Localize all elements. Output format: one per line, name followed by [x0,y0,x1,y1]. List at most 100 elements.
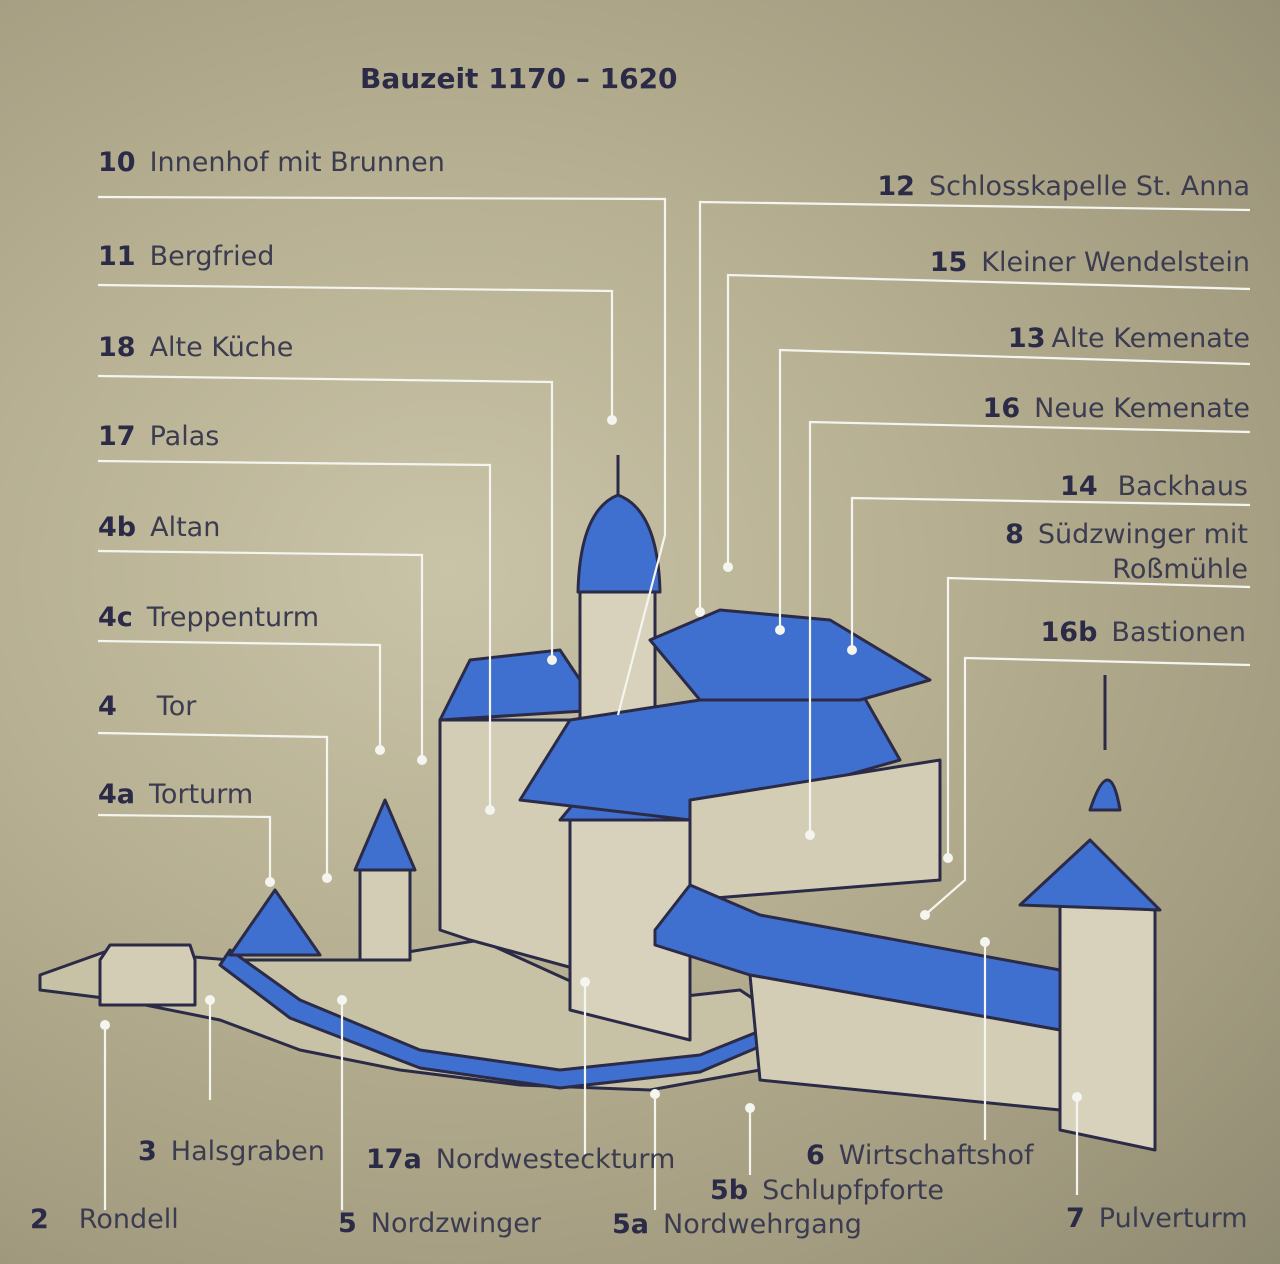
label-3-text: Halsgraben [170,1136,325,1167]
bergfried-body [578,588,657,722]
label-5b: 5b Schlupfpforte [710,1176,944,1206]
label-14-text: Backhaus [1117,471,1248,502]
label-17a-text: Nordwesteckturm [435,1144,676,1175]
label-16: 16 Neue Kemenate [983,394,1250,424]
label-7-num: 7 [1066,1203,1085,1234]
label-5-text: Nordzwinger [370,1208,541,1239]
leader-16b [924,656,1251,916]
label-4b: 4b Altan [98,513,220,543]
label-15: 15 Kleiner Wendelstein [930,248,1250,278]
leader-4a [97,813,272,882]
leader-14 [850,496,1251,650]
leader-16 [808,420,1251,835]
label-16b-num: 16b [1040,617,1098,648]
label-3: 3 Halsgraben [138,1137,325,1167]
label-16b-text: Bastionen [1111,617,1246,648]
label-6-text: Wirtschaftshof [838,1140,1034,1171]
label-17a-num: 17a [366,1144,422,1175]
torturm-body [358,868,412,962]
label-15-num: 15 [929,247,968,278]
label-11-num: 11 [98,241,136,272]
torturm-roof [353,798,417,872]
label-6: 6 Wirtschaftshof [806,1141,1033,1171]
label-5: 5 Nordzwinger [338,1209,541,1239]
label-17: 17 Palas [98,422,219,452]
label-8-num: 8 [1005,519,1024,550]
leader-11 [97,283,614,420]
leader-15 [726,273,1251,567]
label-4b-num: 4b [98,512,137,543]
label-18-text: Alte Küche [149,332,294,363]
leader-4b [97,549,424,760]
leader-13 [778,348,1251,630]
pulverturm-body [1058,898,1157,1152]
label-4b-text: Altan [150,512,221,543]
kemenate-roof [648,608,932,702]
label-4: 4 Tor [98,692,196,722]
label-8-text2: Roßmühle [1112,554,1248,585]
label-6-num: 6 [806,1140,825,1171]
label-11: 11 Bergfried [98,242,274,272]
leader-12 [698,200,1251,612]
label-5-num: 5 [338,1208,357,1239]
tor-roof [228,888,322,957]
label-5b-text: Schlupfpforte [762,1175,944,1206]
label-16b: 16b Bastionen [1041,618,1246,648]
label-7: 7 Pulverturm [1066,1204,1248,1234]
diagram-title: Bauzeit 1170 – 1620 [360,62,678,95]
leader-8 [946,576,1251,858]
label-11-text: Bergfried [149,241,275,272]
label-18: 18 Alte Küche [98,333,293,363]
label-12-num: 12 [877,171,915,202]
label-2-text: Rondell [78,1204,179,1235]
label-4c-num: 4c [98,602,133,633]
leader-4c [97,639,382,750]
label-8: 8 Südzwinger mit [1005,520,1248,550]
leader-17 [97,459,492,810]
label-16-num: 16 [982,393,1021,424]
pulverturm-bulb [1088,778,1122,812]
label-4a-text: Torturm [149,779,254,810]
label-17a: 17a Nordwesteckturm [366,1145,675,1175]
leader-4 [97,731,329,878]
label-13-num: 13 [1007,323,1046,354]
label-4c-text: Treppenturm [146,602,320,633]
label-18-num: 18 [98,332,136,363]
rondell [98,943,197,1007]
leader-lines [97,195,1251,1210]
label-8-text: Südzwinger mit [1037,519,1248,550]
label-16-text: Neue Kemenate [1034,393,1250,424]
kemenate-body [688,758,942,902]
label-3-num: 3 [138,1136,157,1167]
label-4-text: Tor [156,691,197,722]
label-4c: 4c Treppenturm [98,603,319,633]
pulverturm-roof [1018,838,1162,912]
label-14: 14 Backhaus [1060,472,1248,502]
bergfried-dome [576,493,662,594]
label-2: 2 Rondell [30,1205,179,1235]
label-10-num: 10 [98,147,136,178]
label-5a-text: Nordwehrgang [663,1209,862,1240]
label-4a: 4a Torturm [98,780,253,810]
label-13-text: Alte Kemenate [1051,323,1251,354]
label-5b-num: 5b [710,1175,749,1206]
label-17-num: 17 [98,421,136,452]
label-17-text: Palas [149,421,220,452]
label-14-num: 14 [1060,471,1098,502]
palas-roof [438,648,602,722]
label-15-text: Kleiner Wendelstein [981,247,1250,278]
label-10-text: Innenhof mit Brunnen [149,147,445,178]
label-7-text: Pulverturm [1098,1203,1248,1234]
leader-dots [100,415,1082,1113]
label-4a-num: 4a [98,779,136,810]
label-2-num: 2 [30,1204,49,1235]
label-12-text: Schlosskapelle St. Anna [928,171,1250,202]
label-12: 12 Schlosskapelle St. Anna [877,172,1250,202]
label-4-num: 4 [98,691,117,722]
leader-18 [97,374,554,660]
label-10: 10 Innenhof mit Brunnen [98,148,445,178]
